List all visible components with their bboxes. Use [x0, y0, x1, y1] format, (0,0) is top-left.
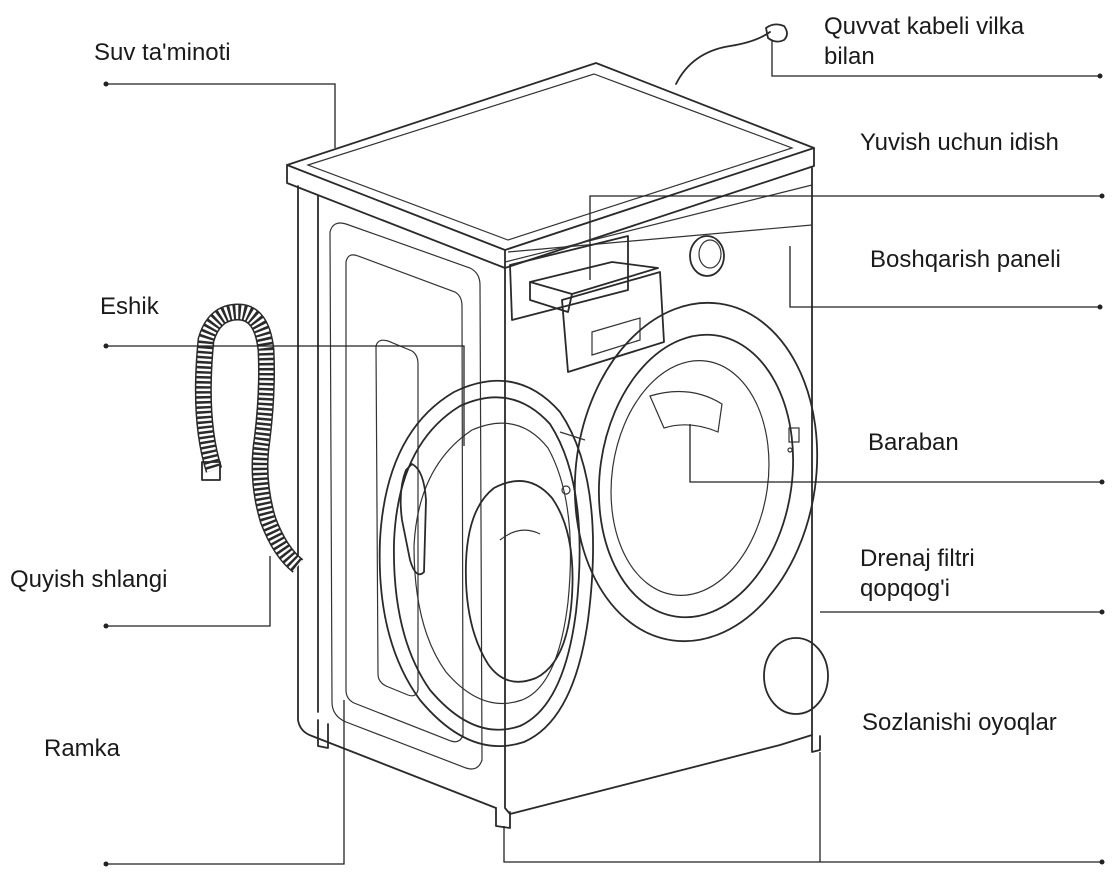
label-drain-filter: Drenaj filtri qopqog'i: [860, 544, 975, 604]
label-water-supply: Suv ta'minoti: [94, 39, 231, 66]
label-drain-filter-line2: qopqog'i: [860, 575, 950, 602]
label-frame: Ramka: [44, 735, 121, 762]
label-drum: Baraban: [868, 429, 959, 456]
drain-hose-drawing: [194, 303, 304, 573]
control-panel-drawing: [504, 184, 813, 373]
label-detergent-drawer: Yuvish uchun idish: [860, 129, 1059, 156]
label-power-cable-line2: bilan: [824, 43, 875, 70]
label-drain-filter-line1: Drenaj filtri: [860, 545, 975, 572]
power-cable-drawing: [675, 23, 788, 85]
label-power-cable: Quvvat kabeli vilka bilan: [824, 12, 1024, 72]
label-door: Eshik: [100, 293, 159, 320]
drum-drawing: [573, 301, 819, 643]
machine-body: [286, 62, 821, 829]
label-adjustable-feet: Sozlanishi oyoqlar: [862, 709, 1057, 736]
drain-filter-cover-drawing: [763, 637, 829, 715]
label-control-panel: Boshqarish paneli: [870, 246, 1061, 273]
door-drawing: [378, 379, 594, 748]
leader-lines: [103, 40, 1105, 867]
label-drain-hose: Quyish shlangi: [10, 566, 168, 593]
label-power-cable-line1: Quvvat kabeli vilka: [824, 13, 1025, 40]
